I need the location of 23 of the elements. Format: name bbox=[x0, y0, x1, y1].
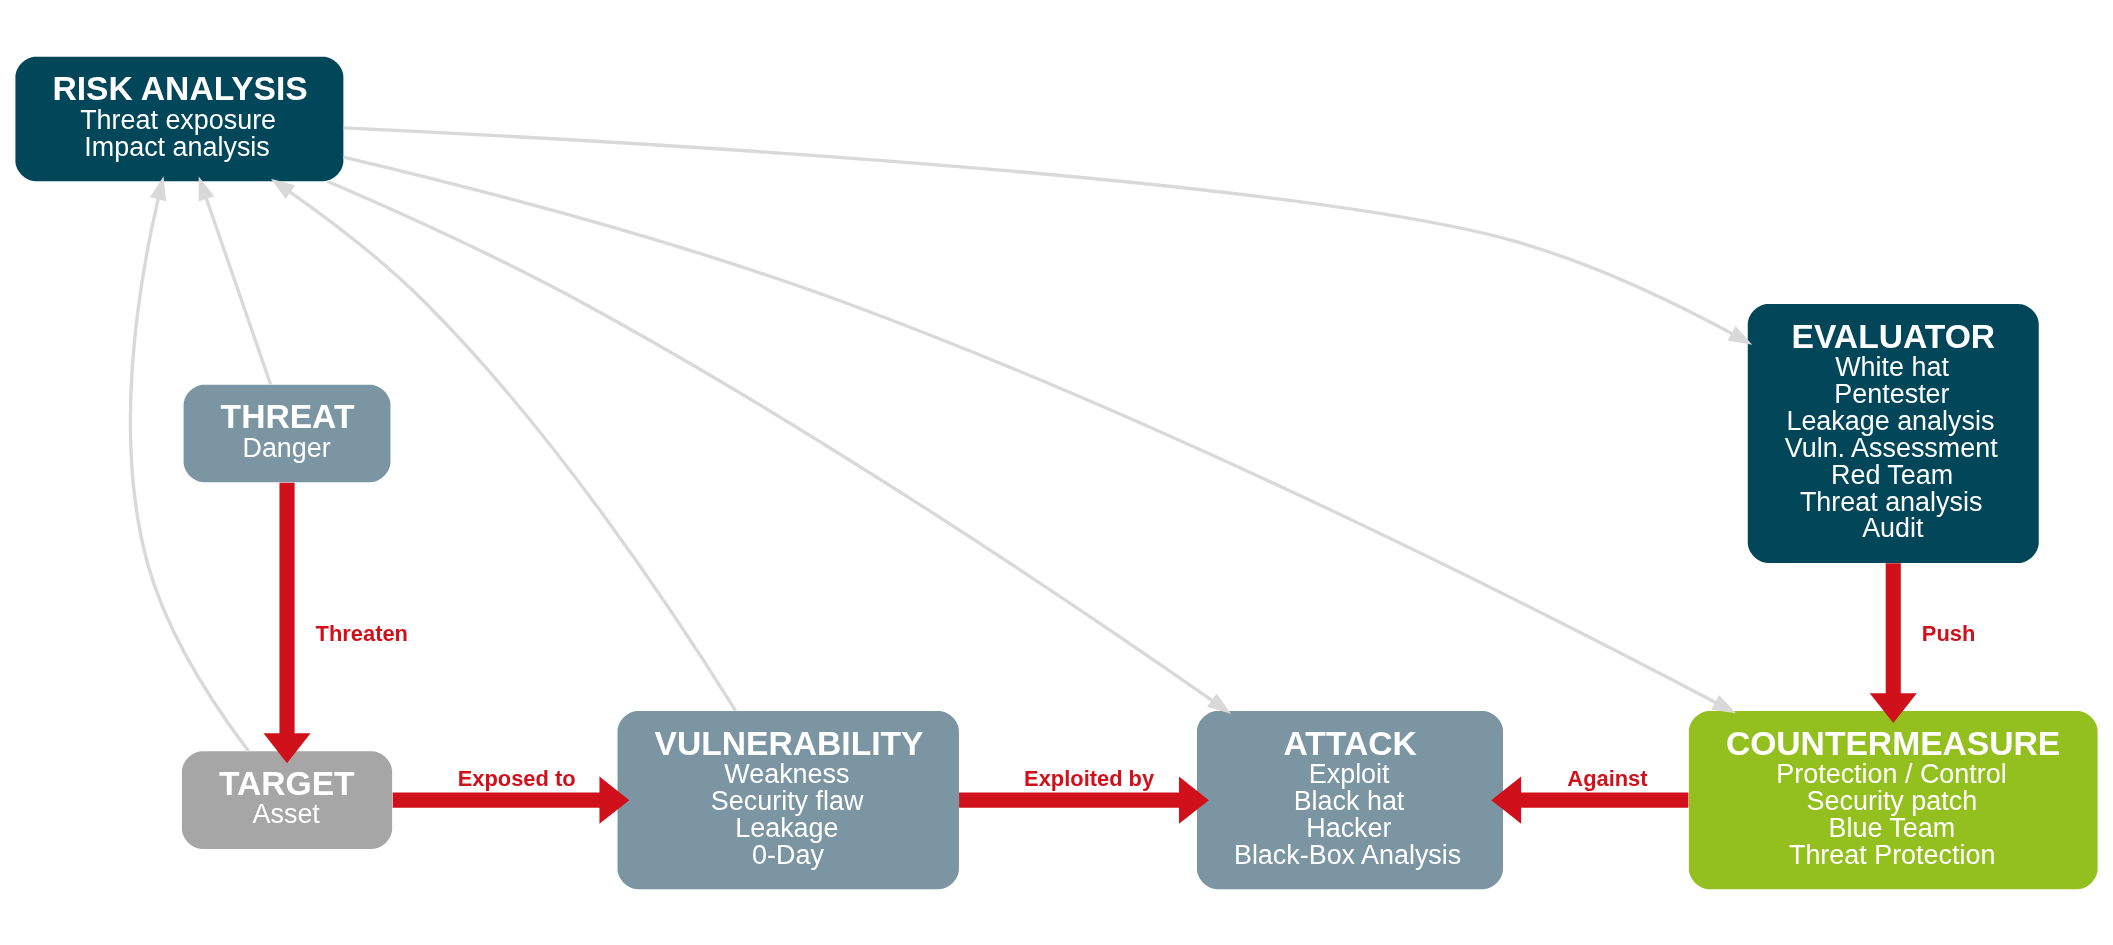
arrow bbox=[198, 176, 273, 385]
node-box: EVALUATOR White hat Pentester Leakage analysis Vuln. Assessment Red Team Threat analysis Audit bbox=[1747, 303, 2039, 563]
edge-label: Push bbox=[1921, 620, 1976, 646]
arrow bbox=[343, 125, 1753, 345]
edge-label: Against bbox=[1567, 765, 1648, 791]
arrow bbox=[1869, 562, 1917, 723]
node-box: TARGET Asset bbox=[181, 750, 393, 849]
node-box: COUNTERMEASURE Protection / Control Security patch Blue Team Threat Protection bbox=[1688, 710, 2098, 889]
arrow bbox=[326, 179, 1232, 714]
node-box: ATTACK Exploit Black hat Hacker Black-Box Analysis bbox=[1196, 710, 1504, 889]
arrow bbox=[263, 482, 311, 763]
arrow bbox=[959, 776, 1209, 824]
node-box: THREAT Danger bbox=[183, 384, 391, 482]
node-box: RISK ANALYSIS Threat exposure Impact analysis bbox=[15, 56, 344, 181]
edge-label: Exposed to bbox=[457, 765, 576, 791]
edge-label: Threaten bbox=[315, 620, 408, 646]
arrow bbox=[270, 178, 737, 711]
arrow bbox=[392, 776, 630, 824]
node-box: VULNERABILITY Weakness Security flaw Leakage 0-Day bbox=[617, 710, 959, 889]
edge-label: Exploited by bbox=[1024, 765, 1155, 791]
arrow bbox=[128, 175, 250, 752]
arrow bbox=[1491, 776, 1689, 824]
arrow bbox=[343, 154, 1737, 713]
